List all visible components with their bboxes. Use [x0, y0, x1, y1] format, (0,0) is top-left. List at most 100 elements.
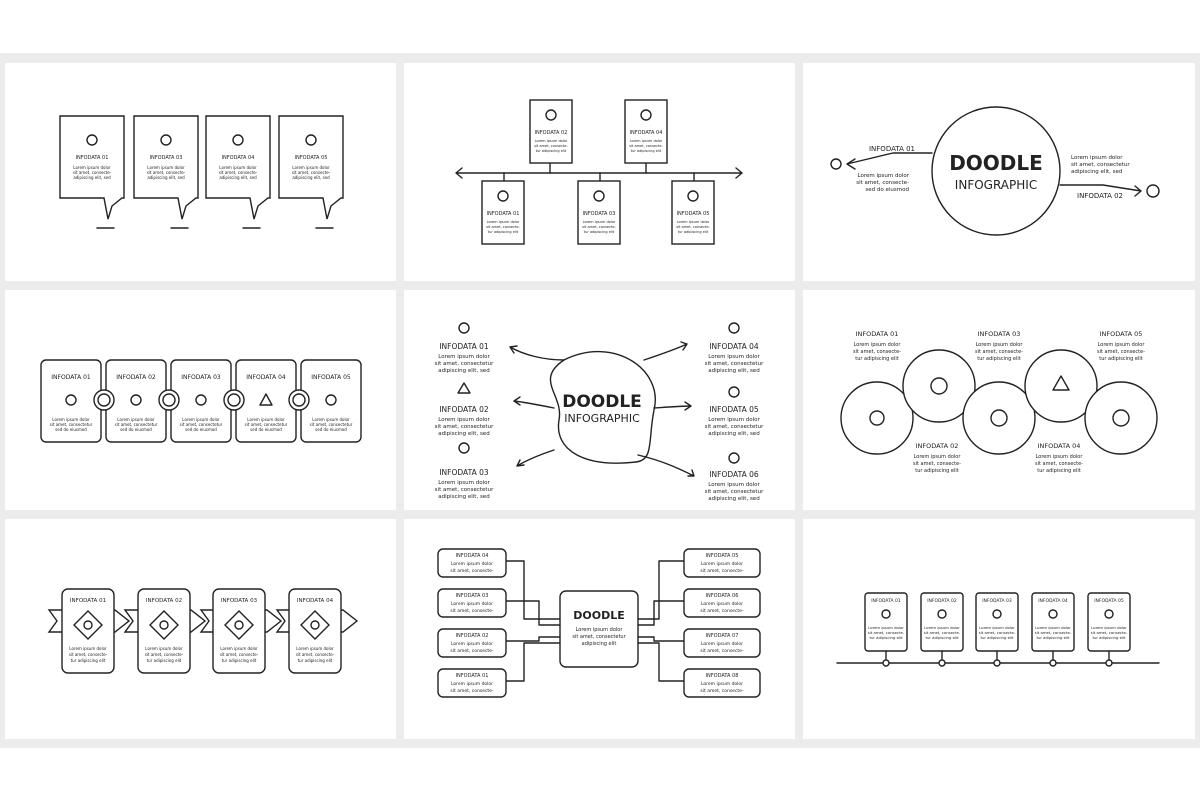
p5-label-05: INFODATA 05	[709, 405, 759, 414]
timeline-box-05: INFODATA 05 Lorem ipsum dolor sit amet, …	[671, 180, 715, 245]
r-04-title: INFODATA 04	[297, 598, 334, 604]
slide-1[interactable]: INFODATA 01 Lorem ipsum dolor sit amet, …	[5, 63, 396, 281]
tl-05-text-1: Lorem ipsum dolor	[677, 220, 710, 224]
connector-ring	[223, 389, 245, 411]
p3-text-02-2: sit amet, consectetur	[1071, 162, 1130, 168]
p6-label-01: INFODATA 01	[856, 330, 899, 338]
p5-text-05-1: Lorem ipsum dolor	[708, 417, 760, 423]
p8-box-08-title: INFODATA 08	[706, 673, 739, 679]
center-doodle-box	[559, 590, 639, 668]
tl-05-title: INFODATA 05	[677, 211, 710, 217]
p5-text-02-3: adipiscing elit, sed	[438, 431, 489, 437]
box-4-text-2: sit amet, consecte-	[292, 170, 331, 175]
p3-text-01-1: Lorem ipsum dolor	[858, 173, 910, 179]
p6-text-02-3: tur adipiscing elit	[915, 468, 958, 474]
m-03-title: INFODATA 03	[982, 598, 1012, 604]
step-03-text-3: sed do eiusmod	[185, 427, 217, 432]
timeline-box-03: INFODATA 03 Lorem ipsum dolor sit amet, …	[577, 180, 621, 245]
refresh-icon	[130, 394, 142, 406]
p5-text-04-3: adipiscing elit, sed	[708, 368, 759, 374]
slide-3[interactable]: DOODLE INFOGRAPHIC INFODATA 01 Lorem ips…	[803, 63, 1195, 281]
p5-text-01-2: sit amet, consectetur	[435, 361, 494, 367]
p8-box-02-title: INFODATA 02	[456, 633, 489, 639]
step-05-text-3: sed do eiusmod	[315, 427, 347, 432]
bulb-icon	[458, 322, 470, 334]
step-card-04: INFODATA 04 Lorem ipsum dolor sit amet, …	[235, 359, 297, 443]
p8-box-07-text-2: sit amet, consecte-	[700, 648, 744, 654]
r-02-text-2: sit amet, consecte-	[145, 652, 184, 657]
box-1-text-3: adipiscing elit, sed	[73, 175, 111, 180]
callout-box-4: INFODATA 05 Lorem ipsum dolor sit amet, …	[278, 115, 344, 229]
dollar-icon	[990, 409, 1008, 427]
bulb-icon	[83, 620, 93, 630]
mini-card-03: INFODATA 03 Lorem ipsum dolor sit amet, …	[975, 592, 1019, 667]
m-01-text-2: sit amet, consecte-	[868, 630, 905, 635]
dollar-icon	[992, 609, 1002, 619]
tl-03-title: INFODATA 03	[583, 211, 616, 217]
mini-card-02: INFODATA 02 Lorem ipsum dolor sit amet, …	[920, 592, 964, 667]
p8-box-05: INFODATA 05 Lorem ipsum dolor sit amet, …	[683, 548, 761, 578]
bubble-05	[1084, 381, 1158, 455]
mini-card-04: INFODATA 04 Lorem ipsum dolor sit amet, …	[1031, 592, 1075, 667]
p5-text-06-3: adipiscing elit, sed	[708, 496, 759, 502]
tl-02-text-3: tur adipiscing elit	[536, 149, 567, 153]
r-03-text-1: Lorem ipsum dolor	[220, 646, 258, 651]
box-2-text-3: adipiscing elit, sed	[147, 175, 185, 180]
p8-box-08-text-1: Lorem ipsum dolor	[701, 681, 743, 687]
step-02-text-2: sit amet, consectetur	[115, 422, 158, 427]
p8-box-04-title: INFODATA 04	[456, 553, 489, 559]
m-05-text-1: Lorem ipsum dolor	[1091, 625, 1127, 630]
slide-8[interactable]: DOODLE Lorem ipsum dolor sit amet, conse…	[404, 519, 795, 739]
m-02-text-2: sit amet, consecte-	[924, 630, 961, 635]
bulb-icon	[869, 410, 885, 426]
gear-icon	[160, 134, 172, 146]
p5-text-06-2: sit amet, consectetur	[705, 489, 764, 495]
m-03-text-1: Lorem ipsum dolor	[979, 625, 1015, 630]
slide-9[interactable]: INFODATA 01 Lorem ipsum dolor sit amet, …	[803, 519, 1195, 739]
step-card-03: INFODATA 03 Lorem ipsum dolor sit amet, …	[170, 359, 232, 443]
bell-icon	[640, 109, 652, 121]
box-4-text-1: Lorem ipsum dolor	[292, 165, 330, 170]
slide-2[interactable]: INFODATA 02 Lorem ipsum dolor sit amet, …	[404, 63, 795, 281]
timeline-box-02: INFODATA 02 Lorem ipsum dolor sit amet, …	[529, 99, 573, 164]
p8-box-08-text-2: sit amet, consecte-	[700, 688, 744, 694]
target-icon	[1112, 409, 1130, 427]
box-3-title: INFODATA 04	[222, 155, 255, 161]
p5-text-01-3: adipiscing elit, sed	[438, 368, 489, 374]
slide-7[interactable]: INFODATA 01 Lorem ipsum dolor sit amet, …	[5, 519, 396, 739]
center-blob	[549, 350, 656, 464]
p6-text-02-2: sit amet, consecte-	[913, 461, 961, 467]
step-01-text-3: sed do eiusmod	[55, 427, 87, 432]
p6-label-03: INFODATA 03	[978, 330, 1021, 338]
p8-center-text-2: sit amet, consectetur	[572, 634, 626, 640]
p6-text-03-1: Lorem ipsum dolor	[976, 342, 1024, 348]
step-02-text-1: Lorem ipsum dolor	[117, 417, 155, 422]
box-1-text-1: Lorem ipsum dolor	[73, 165, 111, 170]
tl-04-text-2: sit amet, consecte-	[629, 144, 663, 148]
slide-5[interactable]: DOODLE INFOGRAPHIC INFODATA 01 Lorem ips…	[404, 290, 795, 510]
p6-label-02: INFODATA 02	[916, 442, 959, 450]
p3-text-01-2: sit amet, consecte-	[856, 180, 909, 186]
slide-6[interactable]: INFODATA 01 Lorem ipsum dolor sit amet, …	[803, 290, 1195, 510]
target-icon	[310, 620, 320, 630]
p8-box-03-text-2: sit amet, consecte-	[450, 608, 494, 614]
p6-label-05: INFODATA 05	[1100, 330, 1143, 338]
bubble-04	[1024, 349, 1098, 423]
p8-box-01-text-1: Lorem ipsum dolor	[451, 681, 493, 687]
m-01-title: INFODATA 01	[871, 598, 901, 604]
clock-icon	[458, 442, 470, 454]
tl-04-text-3: tur adipiscing elit	[631, 149, 662, 153]
bulb-icon	[497, 190, 509, 202]
p8-box-06-title: INFODATA 06	[706, 593, 739, 599]
m-03-text-2: sit amet, consecte-	[979, 630, 1016, 635]
step-04-text-1: Lorem ipsum dolor	[247, 417, 285, 422]
ribbon-card-02: INFODATA 02 Lorem ipsum dolor sit amet, …	[137, 588, 191, 674]
p5-text-05-2: sit amet, consectetur	[705, 424, 764, 430]
dollar-icon	[195, 394, 207, 406]
slide-9-canvas: INFODATA 01 Lorem ipsum dolor sit amet, …	[836, 592, 1160, 667]
ribbon-card-01: INFODATA 01 Lorem ipsum dolor sit amet, …	[61, 588, 115, 674]
bulb-icon	[86, 134, 98, 146]
slide-4[interactable]: INFODATA 01 Lorem ipsum dolor sit amet, …	[5, 290, 396, 510]
step-05-text-2: sit amet, consectetur	[310, 422, 353, 427]
p6-text-01-1: Lorem ipsum dolor	[854, 342, 902, 348]
